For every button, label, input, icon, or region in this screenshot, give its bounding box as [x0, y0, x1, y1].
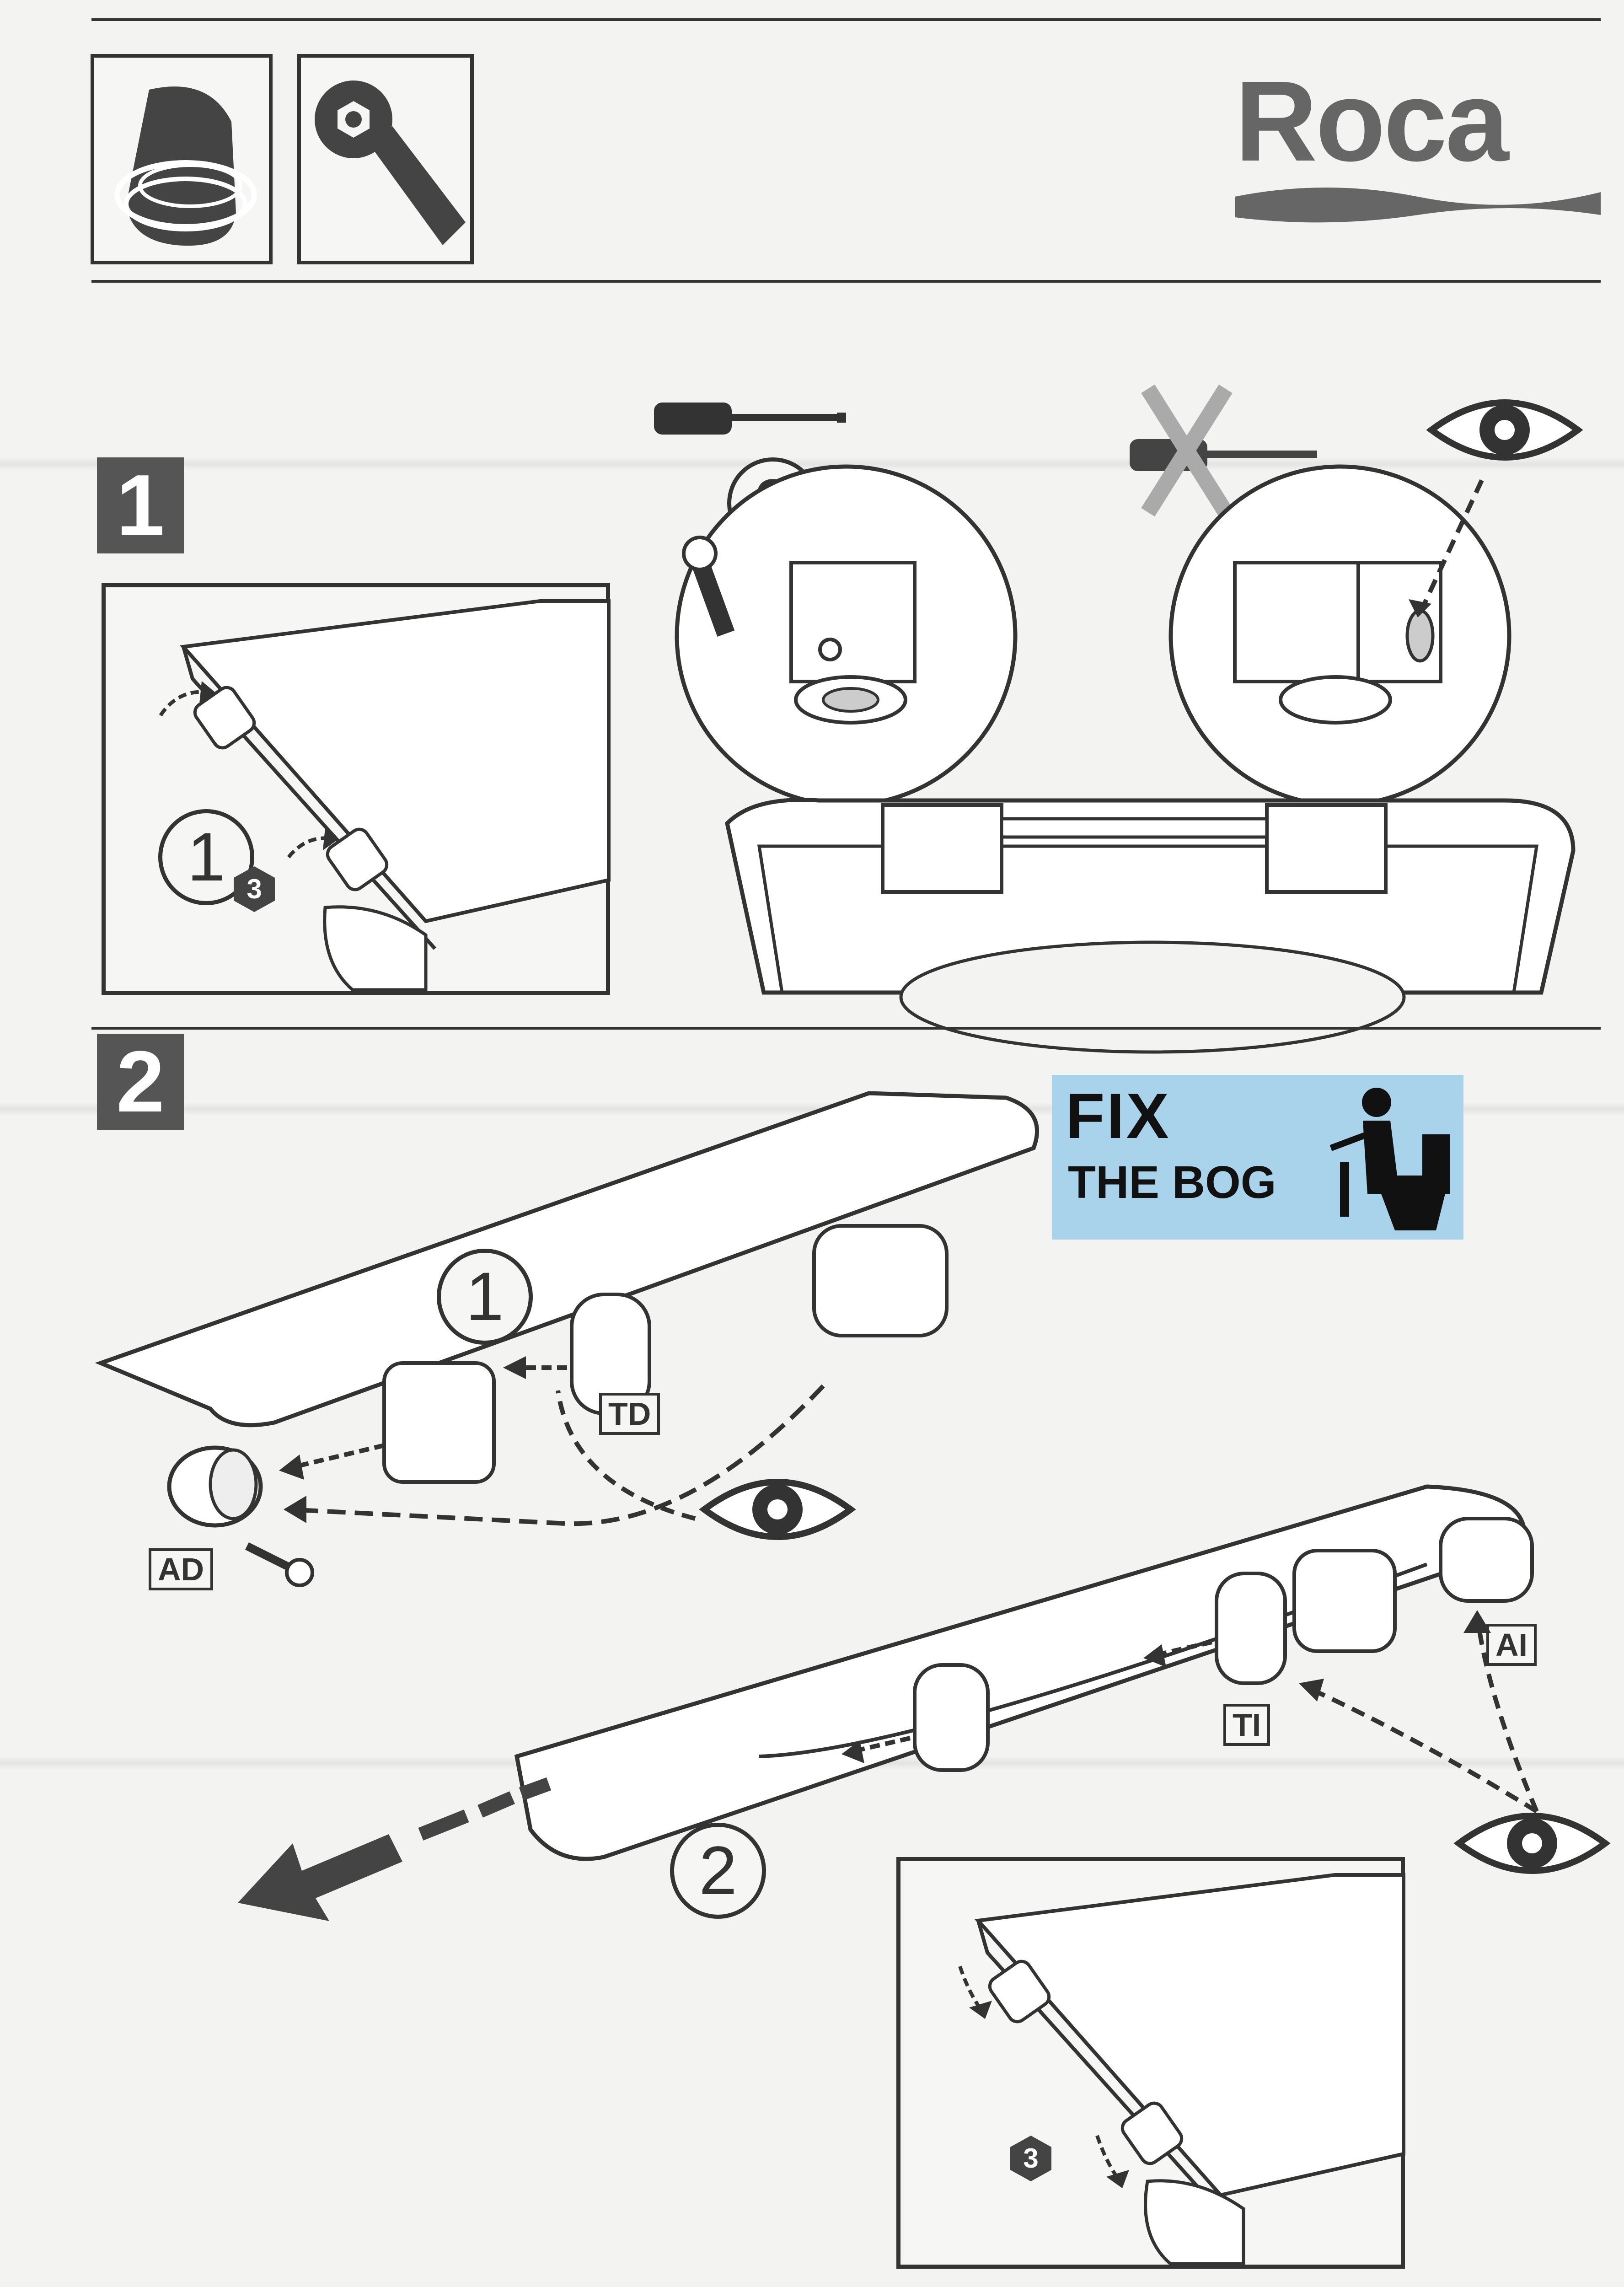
banner-line2: THE BOG	[1068, 1157, 1276, 1208]
label-ai: AI	[1486, 1624, 1537, 1666]
seat-hinge-removal-lower	[514, 1484, 1534, 1861]
crossed-screwdriver-icon	[1130, 384, 1317, 517]
brand-logo: Roca	[1235, 57, 1509, 185]
toilet-seat-icon-box	[91, 54, 273, 264]
step2-detail-panel: 3	[896, 1857, 1405, 2269]
eye-icon	[1453, 1813, 1611, 1874]
step-2-badge: 2	[97, 1034, 184, 1130]
inspect-arrows-lower	[1299, 1610, 1539, 1814]
end-cap-ad	[167, 1445, 263, 1528]
step2-rule	[91, 1027, 1601, 1030]
brand-wave	[1235, 188, 1601, 223]
step1-detail-panel: 1 3	[102, 583, 611, 995]
label-ad: AD	[149, 1548, 214, 1590]
step-1-badge: 1	[97, 457, 184, 553]
eye-icon	[1426, 399, 1583, 461]
seat-lower-illustration	[958, 1873, 1405, 2266]
toilet-seat-icon	[114, 86, 257, 246]
step2-substep-1-circle: 1	[437, 1249, 533, 1345]
step2-substep-2-circle: 2	[670, 1823, 766, 1919]
pull-direction-arrow	[238, 1777, 552, 1921]
small-screw-icon	[245, 1542, 314, 1587]
seat-lift-illustration	[159, 599, 611, 992]
seat-hinge-removal-upper	[95, 1091, 1039, 1484]
eye-icon	[699, 1479, 856, 1540]
top-rule	[91, 18, 1601, 21]
hinge-cap-detail	[1168, 464, 1511, 807]
inspect-arrows-upper	[284, 1384, 825, 1526]
label-td: TD	[599, 1393, 660, 1435]
label-ti: TI	[1223, 1704, 1270, 1746]
screwdriver-icon	[654, 403, 846, 435]
header-rule	[91, 280, 1601, 283]
wrench-icon-box	[297, 54, 474, 264]
banner-line1: FIX	[1066, 1080, 1171, 1152]
person-on-toilet-icon	[1329, 1088, 1450, 1230]
fix-the-bog-banner: FIX THE BOG	[1052, 1075, 1463, 1240]
seat-hinges-overview	[725, 798, 1576, 1054]
hinge-screw-detail	[675, 464, 1018, 807]
wrench-icon	[315, 81, 466, 245]
